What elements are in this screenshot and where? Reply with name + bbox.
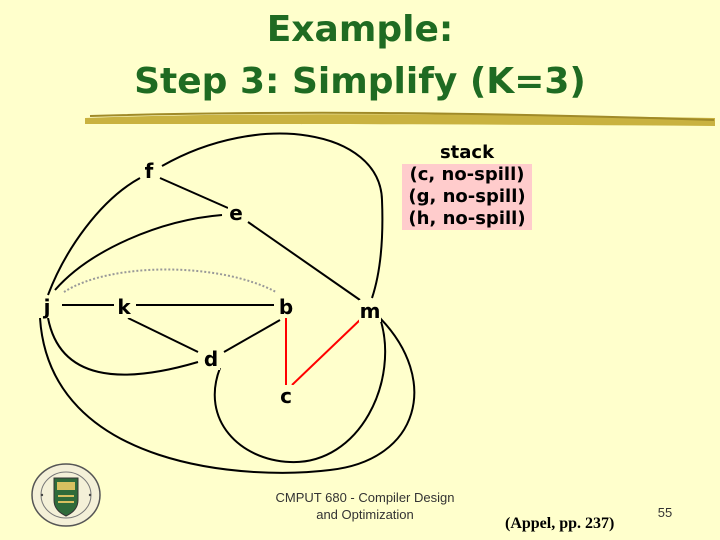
footer-course: CMPUT 680 - Compiler Design and Optimiza… <box>240 489 490 523</box>
stack-item: (g, no-spill) <box>402 186 532 208</box>
edge-j-m <box>39 317 416 474</box>
edge-e-m <box>247 221 361 301</box>
slide-title-line2: Step 3: Simplify (K=3) <box>134 61 586 102</box>
node-m: m <box>359 299 381 323</box>
edge-f-m <box>161 132 384 299</box>
stack-panel: stack (c, no-spill) (g, no-spill) (h, no… <box>402 142 532 230</box>
stack-item: (c, no-spill) <box>402 164 532 186</box>
stack-item: (h, no-spill) <box>402 208 532 230</box>
edge-c-m <box>291 317 363 386</box>
edge-f-e <box>159 177 229 209</box>
university-crest-logo <box>31 463 101 527</box>
move-edge-j-b <box>63 268 277 293</box>
stack-header: stack <box>439 142 495 163</box>
edge-d-b <box>223 319 281 353</box>
slide-title-line1: Example: <box>266 9 454 50</box>
node-b: b <box>277 295 295 319</box>
edge-j-e <box>54 214 223 291</box>
edge-j-f <box>47 177 141 296</box>
footer-line1: CMPUT 680 - Compiler Design <box>275 490 455 505</box>
node-k: k <box>115 296 133 318</box>
node-d: d <box>202 347 220 371</box>
node-e: e <box>228 201 244 225</box>
edge-d-m <box>213 317 387 464</box>
footer-line2: and Optimization <box>316 507 414 522</box>
edge-j-d <box>47 317 199 376</box>
node-j: j <box>40 296 54 318</box>
edge-k-d <box>127 317 199 353</box>
node-c: c <box>277 385 295 407</box>
citation: (Appel, pp. 237) <box>505 515 615 532</box>
page-number: 55 <box>657 505 673 520</box>
node-f: f <box>141 160 157 182</box>
